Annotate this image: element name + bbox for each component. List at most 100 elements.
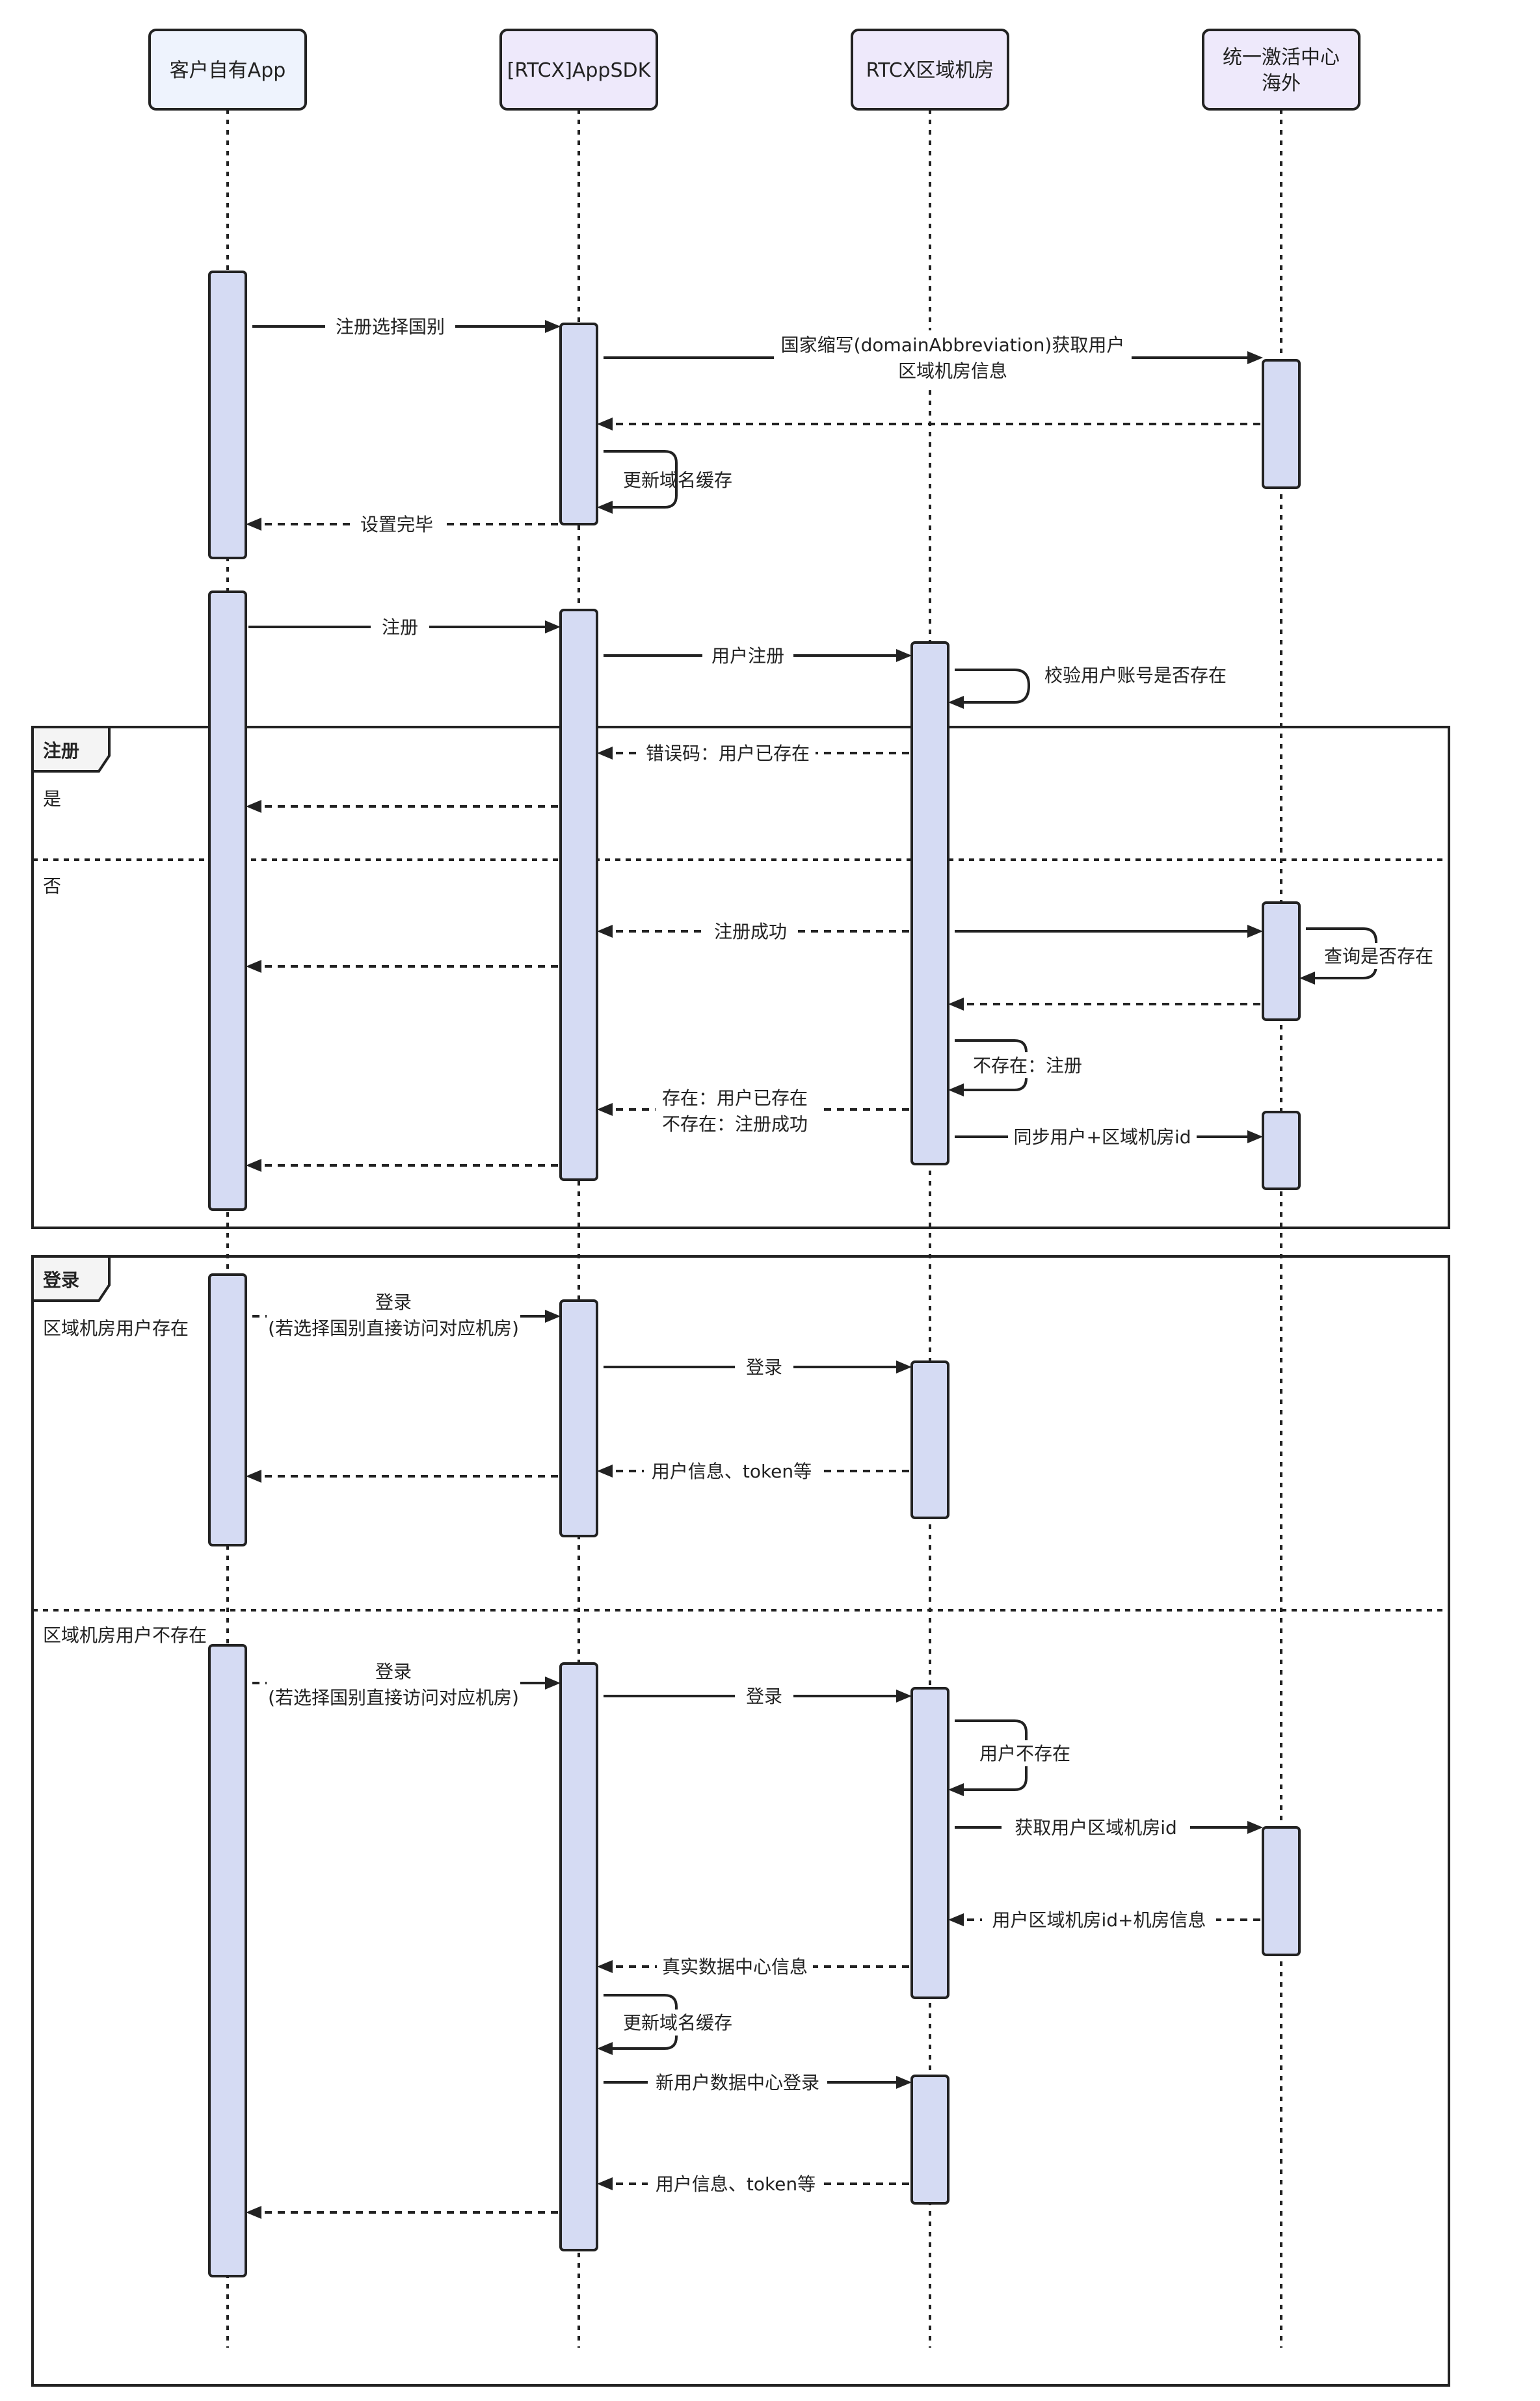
svg-text:登录: 登录 bbox=[375, 1292, 412, 1313]
svg-text:查询是否存在: 查询是否存在 bbox=[1324, 946, 1433, 967]
message-login: 登录 bbox=[604, 1354, 912, 1380]
svg-text:(若选择国别直接访问对应机房): (若选择国别直接访问对应机房) bbox=[268, 1687, 519, 1708]
message-user-info-token: 用户信息、token等 bbox=[597, 1458, 909, 1484]
svg-text:用户信息、token等: 用户信息、token等 bbox=[652, 1461, 812, 1482]
activation-bar bbox=[1262, 359, 1301, 489]
svg-text:校验用户账号是否存在: 校验用户账号是否存在 bbox=[1044, 665, 1227, 686]
message-return-to-app bbox=[246, 800, 558, 813]
fragment-register: 注册 是 否 bbox=[31, 726, 1450, 1229]
message-check-account-exists: 校验用户账号是否存在 bbox=[948, 665, 1227, 709]
activation-bar bbox=[559, 1299, 598, 1537]
message-user-info-token: 用户信息、token等 bbox=[597, 2171, 909, 2197]
message-real-datacenter-info: 真实数据中心信息 bbox=[597, 1954, 909, 1980]
activation-bar bbox=[1262, 901, 1301, 1021]
svg-text:错误码：用户已存在: 错误码：用户已存在 bbox=[646, 743, 810, 764]
fragment-title: 登录 bbox=[42, 1269, 79, 1291]
svg-text:用户区域机房id+机房信息: 用户区域机房id+机房信息 bbox=[992, 1909, 1206, 1931]
activation-bar bbox=[559, 1662, 598, 2251]
message-register-success: 注册成功 bbox=[597, 918, 909, 944]
svg-text:用户注册: 用户注册 bbox=[711, 645, 784, 667]
message-query-exists: 查询是否存在 bbox=[1299, 927, 1433, 985]
svg-text:不存在：注册成功: 不存在：注册成功 bbox=[662, 1113, 808, 1135]
activation-bar bbox=[559, 323, 598, 525]
fragment-condition-not-exists: 区域机房用户不存在 bbox=[43, 1625, 207, 1646]
svg-text:用户信息、token等: 用户信息、token等 bbox=[656, 2173, 816, 2195]
message-not-exists-register: 不存在：注册 bbox=[948, 1039, 1085, 1096]
svg-text:国家缩写(domainAbbreviation)获取用户: 国家缩写(domainAbbreviation)获取用户 bbox=[781, 334, 1125, 356]
svg-text:真实数据中心信息: 真实数据中心信息 bbox=[662, 1956, 808, 1978]
activation-bar bbox=[910, 2075, 949, 2205]
message-user-not-exists: 用户不存在 bbox=[948, 1719, 1077, 1796]
activation-bar bbox=[910, 641, 949, 1165]
svg-text:不存在：注册: 不存在：注册 bbox=[973, 1055, 1082, 1076]
message-sync-user: 同步用户+区域机房id bbox=[955, 1124, 1263, 1150]
message-get-region-id: 获取用户区域机房id bbox=[955, 1814, 1263, 1840]
message-call-activation-center bbox=[955, 925, 1263, 938]
svg-text:用户不存在: 用户不存在 bbox=[979, 1743, 1070, 1764]
activation-bar bbox=[1262, 1111, 1301, 1190]
message-return-to-app bbox=[246, 2206, 558, 2219]
message-return-to-app bbox=[246, 1470, 558, 1483]
activation-bar bbox=[1262, 1826, 1301, 1956]
svg-text:注册: 注册 bbox=[382, 617, 418, 638]
message-login: 登录 bbox=[604, 1683, 912, 1709]
participant-label-line1: 统一激活中心 bbox=[1223, 46, 1340, 69]
message-update-domain-cache: 更新域名缓存 bbox=[597, 450, 732, 514]
participant-box bbox=[1202, 29, 1361, 111]
fragment-condition-exists: 区域机房用户存在 bbox=[43, 1318, 189, 1339]
participant-label-line2: 海外 bbox=[1262, 72, 1301, 95]
activation-bar bbox=[559, 609, 598, 1181]
participant-label: 客户自有App bbox=[170, 59, 286, 82]
fragment-tab bbox=[31, 726, 111, 773]
message-region-id-info: 用户区域机房id+机房信息 bbox=[948, 1907, 1260, 1933]
svg-text:登录: 登录 bbox=[375, 1661, 412, 1682]
message-return-to-app bbox=[246, 1159, 558, 1172]
participant-activation-center[interactable]: 统一激活中心 海外 bbox=[1202, 29, 1361, 111]
svg-text:新用户数据中心登录: 新用户数据中心登录 bbox=[656, 2072, 819, 2093]
message-register: 注册 bbox=[248, 614, 561, 640]
message-return-region-info bbox=[597, 418, 1260, 431]
participant-customer-app[interactable]: 客户自有App bbox=[148, 29, 307, 111]
participant-appsdk[interactable]: [RTCX]AppSDK bbox=[499, 29, 658, 111]
message-register-select-country: 注册选择国别 bbox=[252, 313, 561, 339]
message-login-direct: 登录 (若选择国别直接访问对应机房) bbox=[252, 1292, 561, 1339]
svg-text:设置完毕: 设置完毕 bbox=[360, 514, 433, 535]
activation-bar bbox=[208, 590, 247, 1211]
activation-bar bbox=[910, 1687, 949, 1999]
svg-text:更新域名缓存: 更新域名缓存 bbox=[623, 2012, 732, 2034]
activation-bar bbox=[208, 1273, 247, 1546]
svg-text:登录: 登录 bbox=[746, 1686, 782, 1707]
participant-label: [RTCX]AppSDK bbox=[507, 59, 652, 82]
svg-text:获取用户区域机房id: 获取用户区域机房id bbox=[1015, 1817, 1177, 1838]
message-login-direct: 登录 (若选择国别直接访问对应机房) bbox=[252, 1661, 561, 1708]
message-error-user-exists: 错误码：用户已存在 bbox=[597, 740, 909, 766]
message-new-datacenter-login: 新用户数据中心登录 bbox=[604, 2069, 912, 2095]
message-user-register: 用户注册 bbox=[604, 643, 912, 669]
activation-bar bbox=[910, 1360, 949, 1519]
message-exists-result: 存在：用户已存在 不存在：注册成功 bbox=[597, 1085, 909, 1139]
fragment-tab bbox=[31, 1255, 111, 1302]
svg-text:更新域名缓存: 更新域名缓存 bbox=[623, 470, 732, 491]
svg-text:注册选择国别: 注册选择国别 bbox=[336, 316, 445, 338]
fragment-login: 登录 区域机房用户存在 区域机房用户不存在 bbox=[31, 1255, 1450, 2387]
message-return-to-app bbox=[246, 960, 558, 973]
fragment-condition-yes: 是 bbox=[43, 788, 61, 810]
activation-bar bbox=[208, 271, 247, 559]
message-fetch-region-info: 国家缩写(domainAbbreviation)获取用户 区域机房信息 bbox=[604, 330, 1263, 385]
activation-bar bbox=[208, 1644, 247, 2277]
message-update-domain-cache: 更新域名缓存 bbox=[597, 1994, 740, 2055]
message-return-query bbox=[948, 998, 1260, 1011]
svg-text:注册成功: 注册成功 bbox=[714, 921, 787, 942]
message-setup-complete: 设置完毕 bbox=[246, 511, 558, 537]
fragment-condition-no: 否 bbox=[43, 875, 61, 897]
fragment-frame bbox=[31, 726, 1450, 1229]
svg-text:(若选择国别直接访问对应机房): (若选择国别直接访问对应机房) bbox=[268, 1318, 519, 1339]
participant-regional-datacenter[interactable]: RTCX区域机房 bbox=[851, 29, 1009, 111]
fragment-title: 注册 bbox=[43, 740, 79, 762]
fragment-frame bbox=[31, 1255, 1450, 2387]
svg-text:同步用户+区域机房id: 同步用户+区域机房id bbox=[1013, 1126, 1191, 1148]
svg-text:登录: 登录 bbox=[746, 1357, 782, 1378]
svg-text:区域机房信息: 区域机房信息 bbox=[898, 360, 1007, 382]
svg-text:存在：用户已存在: 存在：用户已存在 bbox=[662, 1087, 808, 1109]
